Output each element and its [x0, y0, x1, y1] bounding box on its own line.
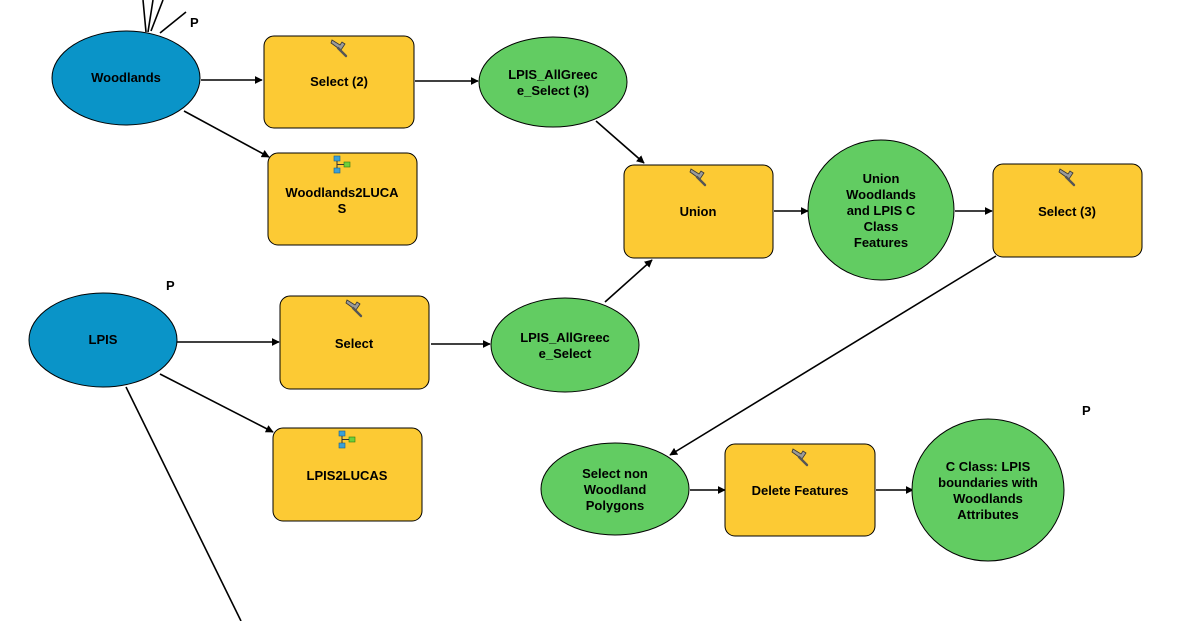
union-box: [623, 164, 774, 259]
union-output-label-line2: Woodlands: [846, 187, 916, 202]
woodlands-input-node[interactable]: Woodlands: [51, 30, 201, 126]
select3-label: Select (3): [1038, 204, 1096, 219]
lpis-allgreece-select-label-line1: LPIS_AllGreec: [520, 330, 610, 345]
edge-lpis-lpis2lucas: [159, 373, 274, 433]
c-class-output-label-line1: C Class: LPIS: [946, 459, 1031, 474]
c-class-output-label-line2: boundaries with: [938, 475, 1038, 490]
union-output-label-line1: Union: [863, 171, 900, 186]
select-tool-node[interactable]: Select: [279, 295, 430, 390]
lpis-label: LPIS: [89, 332, 118, 347]
edge-offscreen-2: [147, 0, 154, 33]
woodlands2lucas-label-line2: S: [338, 201, 347, 216]
edge-offscreen-1: [142, 0, 147, 33]
lpis2lucas-box: [272, 427, 423, 522]
select3-tool-node[interactable]: Select (3): [992, 163, 1143, 258]
c-class-output-node[interactable]: C Class: LPIS boundaries with Woodlands …: [911, 418, 1065, 562]
select-non-woodland-ellipse: [540, 442, 690, 536]
select3-box: [992, 163, 1143, 258]
lpis-ellipse: [28, 292, 178, 388]
woodlands-parameter-marker: P: [190, 15, 199, 30]
lpis-parameter-marker: P: [166, 278, 175, 293]
nodes: Woodlands Select (2) LPIS_AllGreec e_Sel…: [28, 30, 1143, 562]
lpis-allgreece-select3-label-line2: e_Select (3): [517, 83, 589, 98]
union-output-ellipse: [807, 139, 955, 281]
c-class-output-label-line3: Woodlands: [953, 491, 1023, 506]
edge-offscreen-4: [159, 11, 187, 34]
select-box: [279, 295, 430, 390]
lpis2lucas-label: LPIS2LUCAS: [307, 468, 388, 483]
lpis-allgreece-select3-label-line1: LPIS_AllGreec: [508, 67, 598, 82]
lpis-input-node[interactable]: LPIS: [28, 292, 178, 388]
edge-lpis-select-union: [604, 259, 653, 303]
lpis-allgreece-select-label-line2: e_Select: [539, 346, 592, 361]
select2-label: Select (2): [310, 74, 368, 89]
union-output-node[interactable]: Union Woodlands and LPIS C Class Feature…: [807, 139, 955, 281]
woodlands-label: Woodlands: [91, 70, 161, 85]
lpis-allgreece-select3-node[interactable]: LPIS_AllGreec e_Select (3): [478, 36, 628, 128]
c-class-output-label-line4: Attributes: [957, 507, 1018, 522]
edge-lpis-select3-union: [595, 120, 645, 164]
select-non-woodland-label-line1: Select non: [582, 466, 648, 481]
select-non-woodland-node[interactable]: Select non Woodland Polygons: [540, 442, 690, 536]
c-class-output-ellipse: [911, 418, 1065, 562]
c-class-output-parameter-marker: P: [1082, 403, 1091, 418]
union-output-label-line4: Class: [864, 219, 899, 234]
select2-box: [263, 35, 415, 129]
edge-select3-select-non-woodland: [669, 255, 997, 456]
lpis-allgreece-select3-ellipse: [478, 36, 628, 128]
edge-lpis-offscreen: [125, 386, 242, 621]
union-output-label-line5: Features: [854, 235, 908, 250]
select-non-woodland-label-line2: Woodland: [584, 482, 647, 497]
select-non-woodland-label-line3: Polygons: [586, 498, 645, 513]
woodlands-ellipse: [51, 30, 201, 126]
select-label: Select: [335, 336, 374, 351]
edge-offscreen-3: [150, 0, 164, 32]
delete-features-box: [724, 443, 876, 537]
woodlands2lucas-box: [267, 152, 418, 246]
union-tool-node[interactable]: Union: [623, 164, 774, 259]
union-output-label-line3: and LPIS C: [847, 203, 916, 218]
lpis2lucas-tool-node[interactable]: LPIS2LUCAS: [272, 427, 423, 522]
lpis-allgreece-select-node[interactable]: LPIS_AllGreec e_Select: [490, 297, 640, 393]
delete-features-tool-node[interactable]: Delete Features: [724, 443, 876, 537]
parameter-markers: P P P: [166, 15, 1091, 418]
edge-woodlands-woodlands2lucas: [183, 110, 270, 158]
union-label: Union: [680, 204, 717, 219]
lpis-allgreece-select-ellipse: [490, 297, 640, 393]
woodlands2lucas-tool-node[interactable]: Woodlands2LUCA S: [267, 152, 418, 246]
delete-features-label: Delete Features: [752, 483, 849, 498]
edges: [125, 0, 997, 621]
select2-tool-node[interactable]: Select (2): [263, 35, 415, 129]
woodlands2lucas-label-line1: Woodlands2LUCA: [285, 185, 399, 200]
